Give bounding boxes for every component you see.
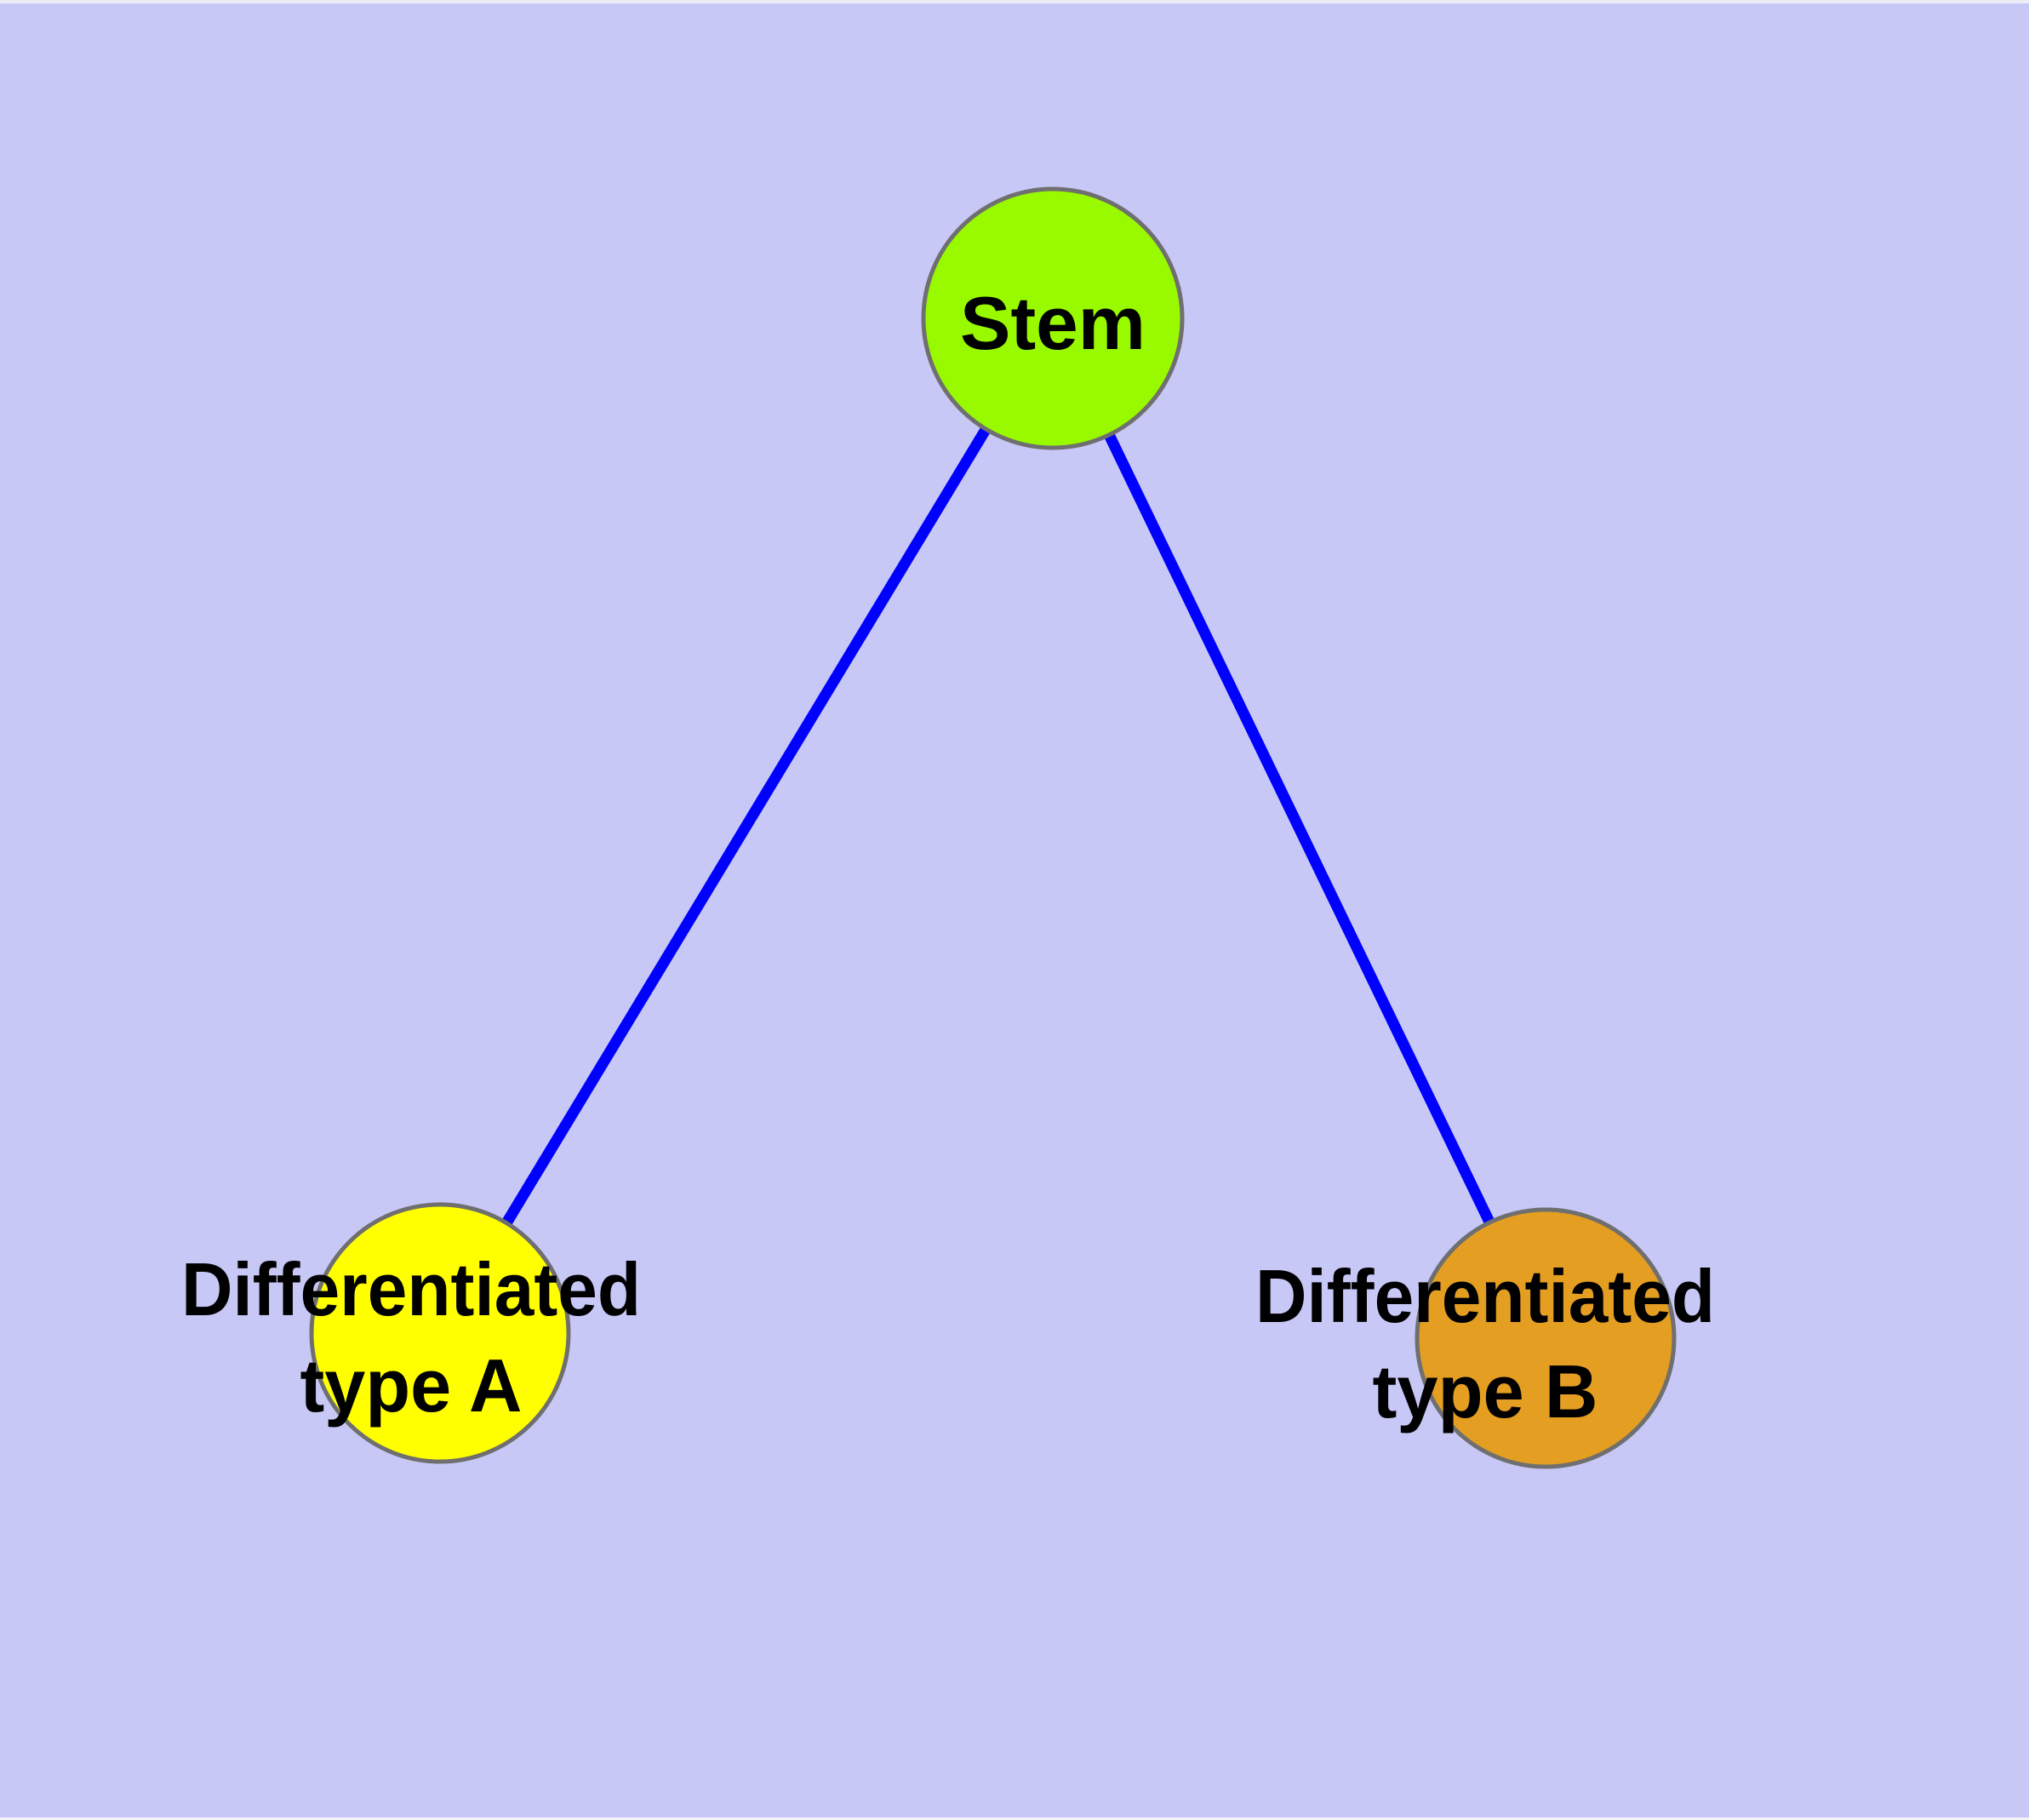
node-label-differentiated-type-b-line-1: Differentiated [1255,1254,1715,1338]
edge-stem-to-differentiated-type-a [435,315,1058,1336]
top-edge-strip [0,0,2029,3]
node-circle-stem [921,186,1185,450]
node-label-differentiated-type-a-line-2: type A [300,1343,523,1428]
edge-stem-to-differentiated-type-b [1048,316,1551,1341]
bottom-edge-strip [0,1817,2029,1820]
node-label-stem-line-1: Stem [960,281,1146,365]
node-label-differentiated-type-b-line-2: type B [1373,1349,1598,1434]
node-circle-differentiated-type-a [309,1202,571,1464]
node-circle-differentiated-type-b [1415,1207,1677,1469]
node-label-differentiated-type-a-line-1: Differentiated [181,1247,641,1331]
